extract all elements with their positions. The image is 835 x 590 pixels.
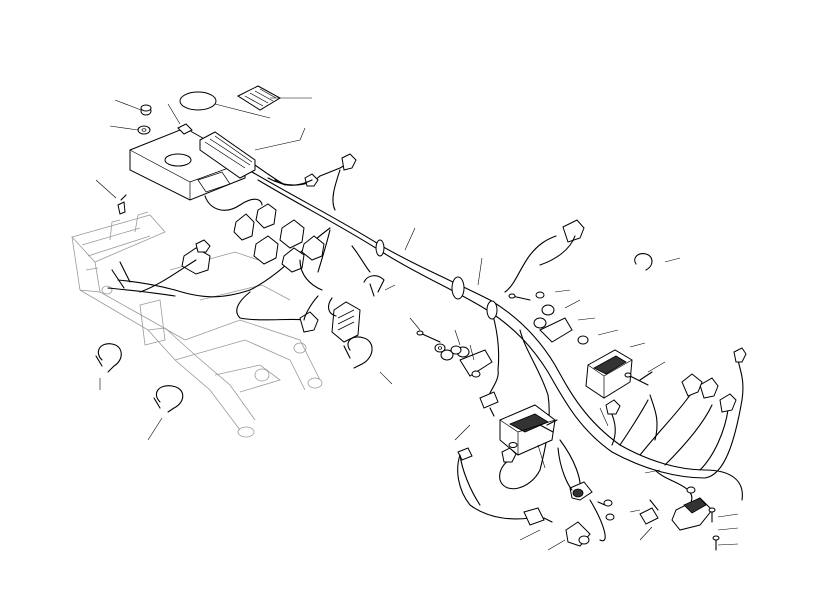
- hose-clamp: [95, 253, 653, 413]
- rubber-bushing: [440, 304, 589, 378]
- cable-clip: [327, 275, 385, 317]
- speed-sensor: [565, 481, 593, 547]
- bracket: [459, 317, 713, 531]
- nut: [535, 291, 696, 521]
- ecu-connector: [199, 131, 256, 179]
- pickup-sensor: [479, 391, 659, 525]
- relay: [233, 203, 305, 265]
- regulator: [585, 349, 653, 399]
- rubber-bushing: [177, 123, 193, 135]
- nut: [140, 104, 152, 116]
- washer: [434, 343, 446, 353]
- screw: [117, 194, 127, 215]
- fuse-holder: [181, 153, 747, 463]
- wiring-harness: [111, 169, 658, 506]
- washer: [137, 125, 151, 135]
- callout-leaders: [95, 97, 739, 551]
- ignition-coil: [499, 404, 558, 456]
- wiring-harness: [107, 159, 744, 542]
- temperature-sensor: [457, 447, 553, 526]
- screw: [416, 293, 720, 551]
- ecu-cover: [179, 91, 217, 111]
